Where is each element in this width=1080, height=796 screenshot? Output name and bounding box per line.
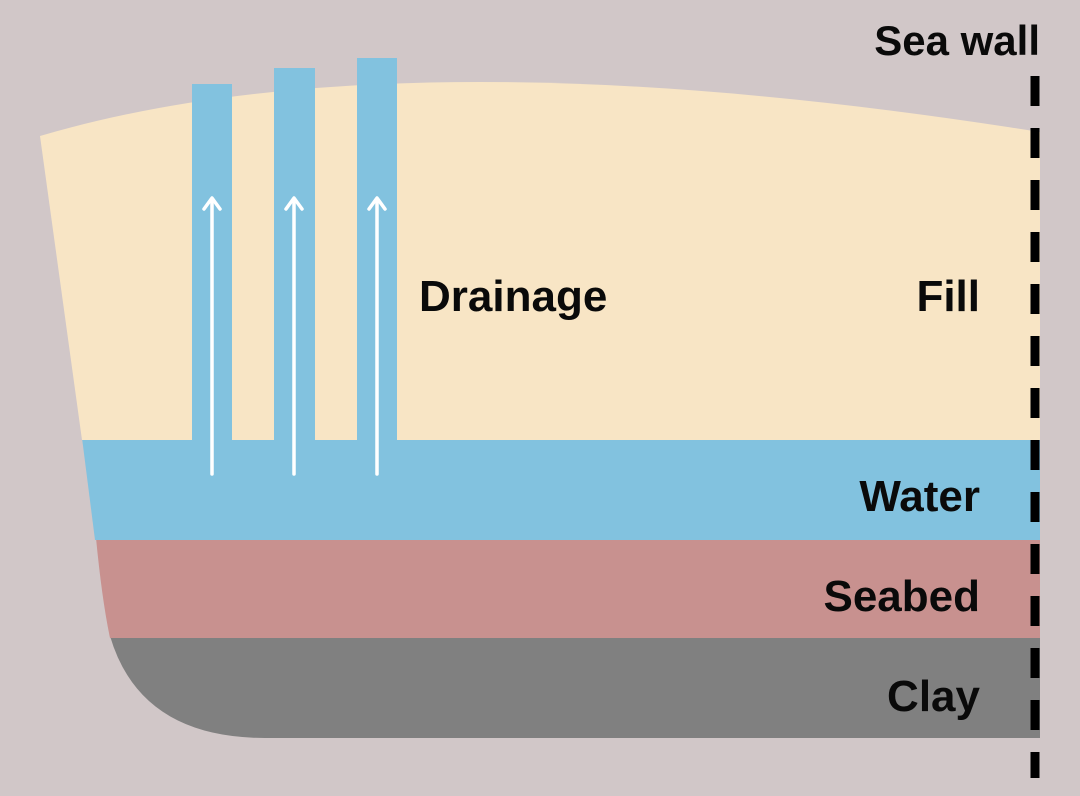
arrow-up-icon [367,196,387,476]
sea-wall-label: Sea wall [874,17,1040,64]
fill-layer [40,81,1040,440]
drain-arrows [202,196,387,476]
seabed-layer [96,538,1040,638]
seabed-label: Seabed [823,572,980,621]
clay-label: Clay [887,672,980,721]
fill-label: Fill [916,272,980,321]
arrow-up-icon [202,196,222,476]
arrow-up-icon [284,196,304,476]
clay-layer [110,636,1040,738]
water-layer [82,438,1040,540]
water-label: Water [859,472,980,521]
drainage-label: Drainage [419,272,607,321]
